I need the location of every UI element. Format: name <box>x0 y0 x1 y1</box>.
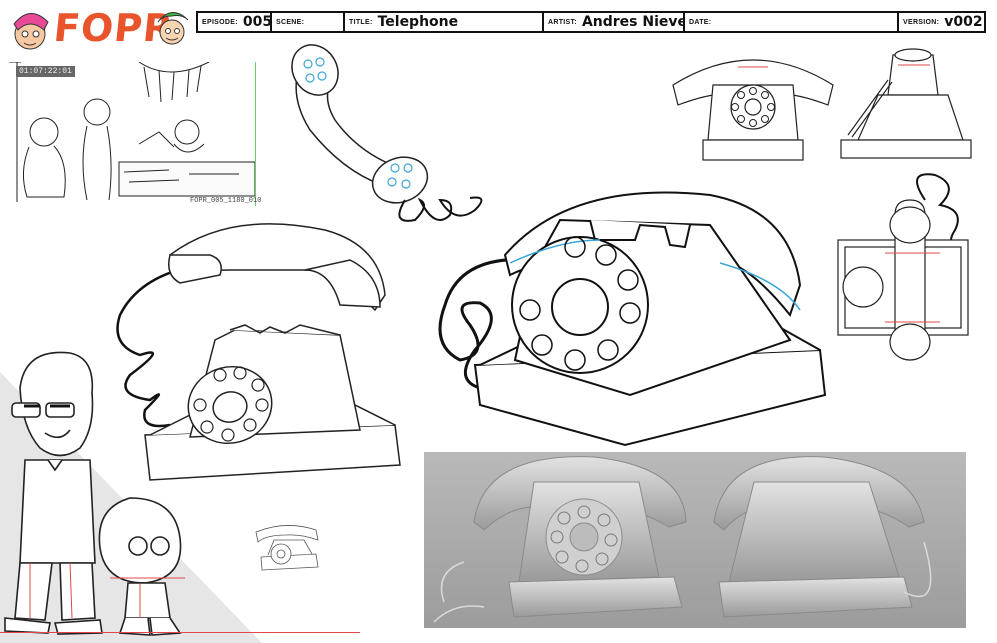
3d-render-panel <box>424 452 966 628</box>
phone-sketch-left <box>116 223 401 481</box>
slate-header: EPISODE: 005 SCENE: TITLE: Telephone ART… <box>196 11 986 33</box>
phone-top-view <box>837 173 969 361</box>
phone-thumbnail <box>255 525 319 571</box>
episode-label: EPISODE: <box>202 18 238 26</box>
artist-value: Andres Nieves <box>581 14 685 30</box>
episode-field: EPISODE: 005 <box>198 13 272 31</box>
title-label: TITLE: <box>349 18 373 26</box>
scene-label: SCENE: <box>276 18 305 26</box>
date-label: DATE: <box>689 18 712 26</box>
episode-value: 005 <box>242 14 272 30</box>
version-label: VERSION: <box>903 18 940 26</box>
render-models <box>433 456 932 623</box>
version-value: v002 <box>944 14 983 30</box>
phone-front-view <box>672 59 834 161</box>
ground-line <box>0 632 360 633</box>
title-field: TITLE: Telephone <box>345 13 544 31</box>
reference-frame <box>9 61 256 206</box>
artist-field: ARTIST: Andres Nieves <box>544 13 685 31</box>
date-field: DATE: <box>685 13 899 31</box>
reference-sketch <box>9 61 256 202</box>
handset-sketch <box>291 44 483 222</box>
phone-clean-main <box>438 191 827 447</box>
scene-field: SCENE: <box>272 13 345 31</box>
timecode-badge: 01:07:22:01 <box>16 66 75 77</box>
phone-side-view <box>840 48 972 159</box>
reference-filename: FOPR_005_1180_010 <box>190 197 262 205</box>
version-field: VERSION: v002 <box>899 13 984 31</box>
fopr-logo: FOPR <box>6 4 194 54</box>
character-lineup <box>4 351 185 636</box>
timmy-face-icon <box>13 13 49 50</box>
artist-label: ARTIST: <box>548 18 577 26</box>
cosmo-face-icon <box>157 12 189 45</box>
title-value: Telephone <box>377 14 459 30</box>
